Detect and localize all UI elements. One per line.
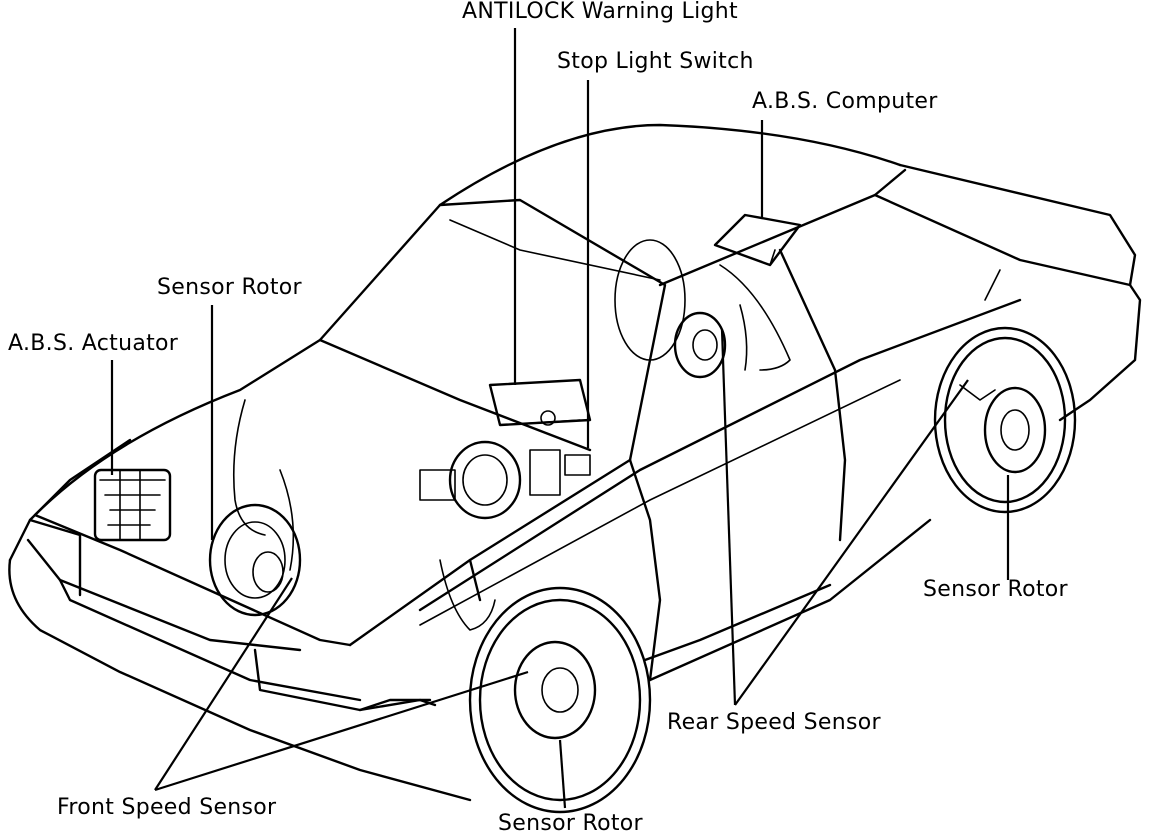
front-right-wheel — [468, 586, 652, 814]
label-abs-computer: A.B.S. Computer — [752, 89, 938, 114]
label-sensor-rotor-front-left: Sensor Rotor — [157, 275, 302, 300]
leader-lines — [110, 28, 1010, 809]
label-stop-light-switch: Stop Light Switch — [557, 49, 754, 74]
front-left-rotor — [208, 503, 302, 617]
label-rear-speed-sensor: Rear Speed Sensor — [667, 710, 881, 735]
abs-actuator-unit — [93, 468, 172, 542]
label-antilock-warning-light: ANTILOCK Warning Light — [462, 0, 738, 24]
label-sensor-rotor-front-right: Sensor Rotor — [498, 811, 643, 836]
label-front-speed-sensor: Front Speed Sensor — [57, 795, 277, 820]
warning-light-unit — [488, 378, 592, 427]
label-abs-actuator: A.B.S. Actuator — [8, 331, 179, 356]
car-body — [8, 123, 1142, 802]
rear-right-wheel — [933, 326, 1077, 514]
brake-booster — [419, 440, 591, 520]
label-sensor-rotor-rear-right: Sensor Rotor — [923, 577, 1068, 602]
sensor-wires — [232, 264, 1001, 631]
rear-left-rotor — [614, 239, 727, 379]
abs-computer-unit — [713, 213, 802, 267]
